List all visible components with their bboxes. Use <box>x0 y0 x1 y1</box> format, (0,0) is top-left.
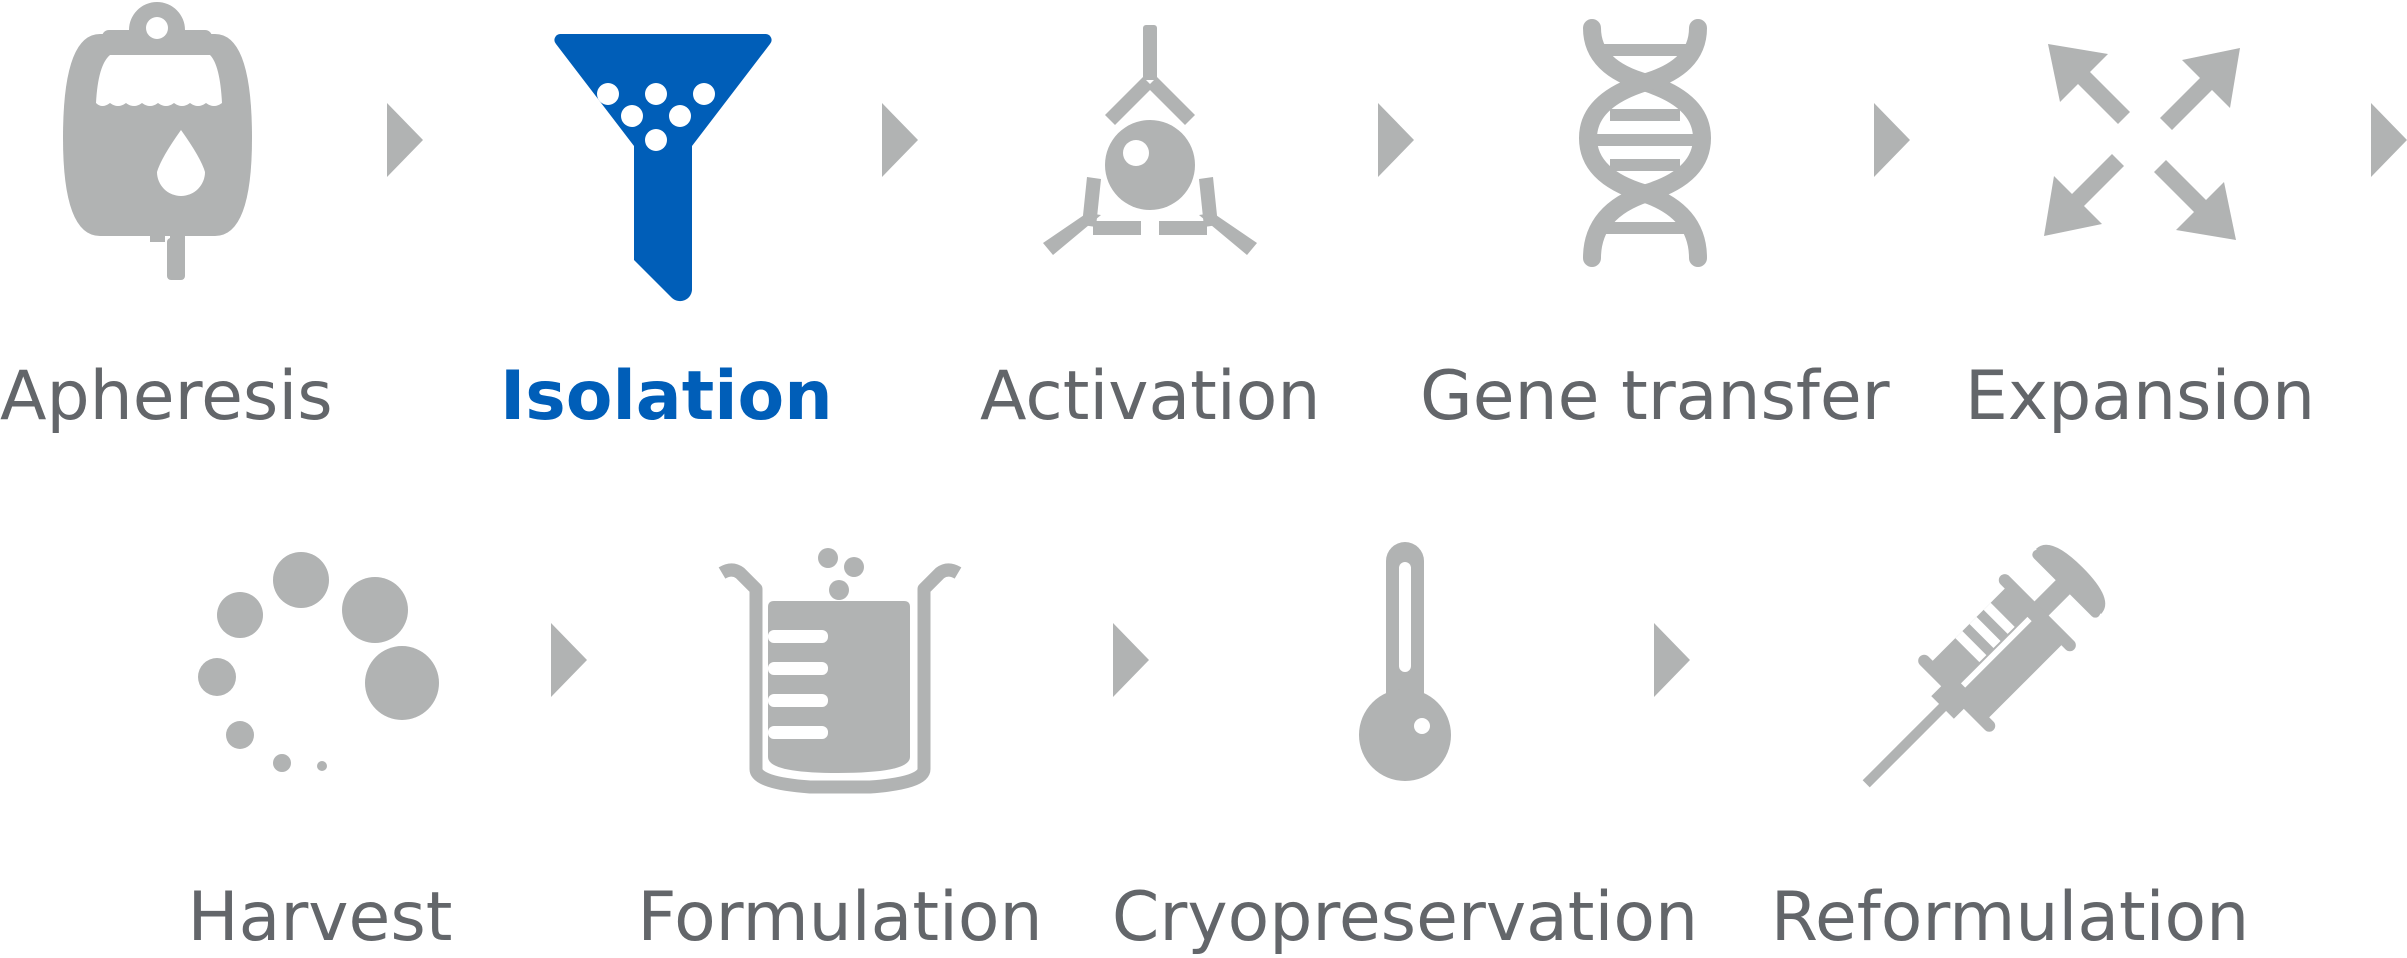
dna-icon <box>1578 19 1712 267</box>
step-label-expansion: Expansion <box>1964 357 2316 436</box>
chevron-right-icon <box>2371 103 2407 177</box>
syringe-icon <box>1855 540 2115 790</box>
cell-cluster-icon <box>195 550 445 780</box>
beaker-icon <box>718 545 963 795</box>
step-label-reformulation: Reformulation <box>1770 878 2250 957</box>
cell-activation-icon <box>1035 25 1265 265</box>
expand-arrows-icon <box>2040 40 2245 245</box>
chevron-right-icon <box>1874 103 1910 177</box>
chevron-right-icon <box>1654 623 1690 697</box>
chevron-right-icon <box>1113 623 1149 697</box>
step-label-apheresis: Apheresis <box>0 357 333 436</box>
step-label-activation: Activation <box>980 357 1321 436</box>
thermometer-icon <box>1355 540 1455 790</box>
step-label-gene-transfer: Gene transfer <box>1420 357 1890 436</box>
chevron-right-icon <box>882 103 918 177</box>
chevron-right-icon <box>387 103 423 177</box>
step-label-harvest: Harvest <box>187 878 453 957</box>
step-label-isolation: Isolation <box>500 357 833 436</box>
chevron-right-icon <box>551 623 587 697</box>
blood-bag-icon <box>60 0 255 285</box>
step-label-formulation: Formulation <box>637 878 1043 957</box>
funnel-icon <box>530 30 775 302</box>
step-label-cryopreservation: Cryopreservation <box>1111 878 1699 957</box>
chevron-right-icon <box>1378 103 1414 177</box>
